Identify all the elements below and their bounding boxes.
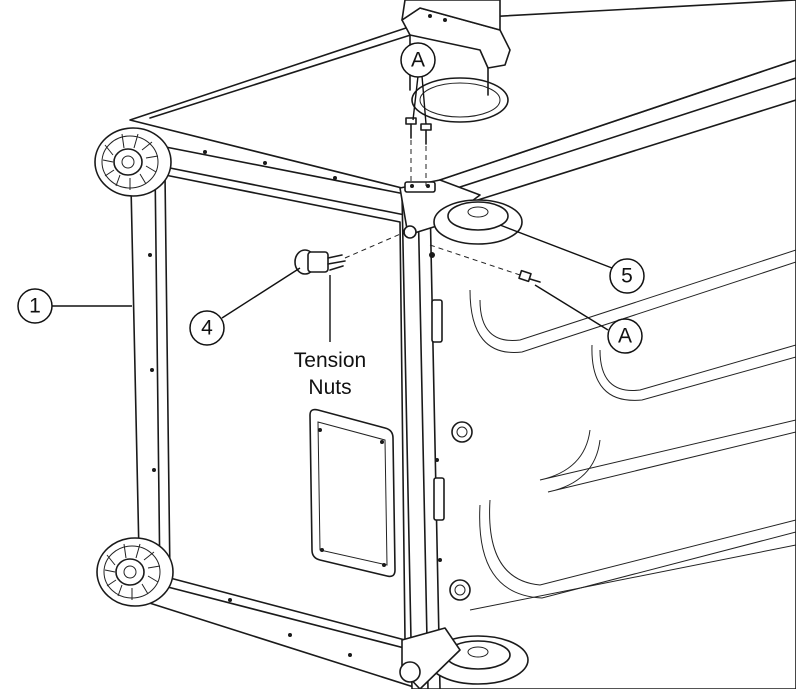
leader-4 — [221, 267, 301, 319]
svg-text:A: A — [618, 325, 632, 348]
cabinet-top-face — [129, 0, 796, 191]
svg-text:5: 5 — [621, 265, 633, 288]
callout-a-top: A — [400, 42, 436, 78]
leader-a-top-1 — [412, 75, 419, 121]
side-knob — [451, 421, 473, 443]
svg-text:A: A — [411, 49, 425, 72]
leader-a-right — [534, 284, 609, 331]
screw-left — [405, 117, 417, 139]
leader-5 — [499, 224, 613, 269]
leader-a-top-2 — [421, 75, 427, 125]
callout-1: 1 — [17, 288, 53, 324]
side-latch-upper — [431, 299, 443, 343]
top-mounting-hole — [411, 77, 509, 123]
tension-nuts-label: Tension Nuts — [272, 344, 388, 406]
callout-5: 5 — [609, 258, 645, 294]
wheel-top-left — [94, 127, 172, 197]
callout-4: 4 — [189, 310, 225, 346]
svg-text:1: 1 — [29, 295, 41, 318]
caster-bracket-top — [399, 179, 523, 245]
wheel-bottom-left — [96, 537, 174, 607]
handle-bracket — [401, 0, 511, 186]
svg-text:Tension: Tension — [294, 349, 366, 372]
svg-text:4: 4 — [201, 317, 213, 340]
svg-text:Nuts: Nuts — [308, 376, 351, 399]
caster-bracket-bottom — [399, 627, 529, 689]
access-plate — [309, 408, 396, 578]
tension-nut — [294, 231, 406, 275]
side-latch-lower — [433, 477, 445, 521]
cabinet-front-frame — [129, 139, 421, 689]
side-port — [449, 579, 471, 601]
side-screw — [429, 244, 541, 283]
callout-a-right: A — [607, 318, 643, 354]
